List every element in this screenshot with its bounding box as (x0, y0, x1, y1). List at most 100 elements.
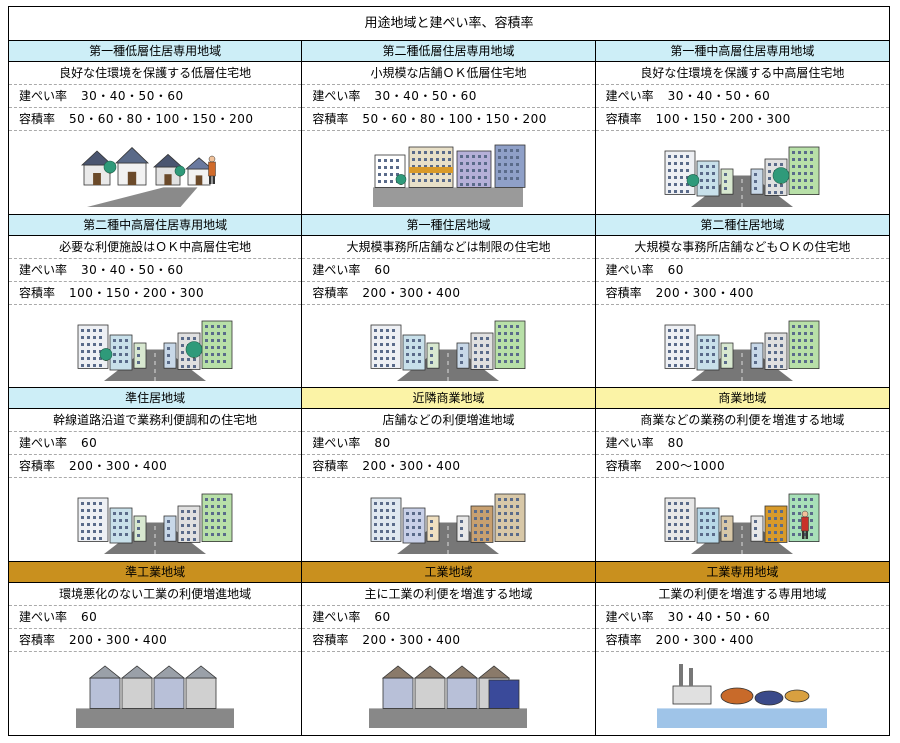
building (109, 507, 133, 544)
building (788, 146, 820, 196)
tree (99, 347, 113, 361)
building (788, 320, 820, 369)
building (750, 168, 764, 195)
factory (89, 665, 218, 710)
far-value: 100・150・200・300 (69, 285, 205, 300)
scene-light-industry (76, 665, 235, 729)
building (788, 493, 820, 543)
far-value: 200・300・400 (69, 632, 168, 647)
person (801, 511, 810, 540)
tree (174, 165, 186, 177)
storage-tank (720, 687, 810, 706)
building (495, 320, 526, 369)
factory (672, 664, 712, 705)
zone-illustration (302, 478, 594, 561)
zone-name: 第一種中高層住居専用地域 (595, 41, 889, 62)
zone-illustration (9, 478, 301, 561)
far-label: 容積率 (312, 112, 349, 126)
road (397, 522, 500, 555)
coverage-label: 建ぺい率 (312, 89, 361, 103)
zone-description: 店舗などの利便増進地域 (302, 409, 595, 432)
coverage-label: 建ぺい率 (19, 89, 68, 103)
scene-low-rise-houses (81, 147, 216, 208)
building (495, 493, 526, 543)
building (133, 515, 147, 542)
zone-description: 大規模な事務所店舗などもＯＫの住宅地 (595, 236, 889, 259)
scene-small-shops (373, 144, 526, 208)
zone-illustration (9, 131, 301, 214)
zone-name: 準工業地域 (9, 561, 302, 583)
far-value: 200・300・400 (362, 285, 461, 300)
far-row: 容積率 200・300・400 (9, 629, 302, 652)
tree (103, 160, 117, 174)
far-value: 200～1000 (655, 459, 726, 473)
scene-arterial-road (77, 493, 233, 555)
building (457, 342, 470, 369)
zone-name: 商業地域 (595, 388, 889, 409)
coverage-label: 建ぺい率 (605, 89, 654, 103)
far-label: 容積率 (19, 459, 56, 473)
building (77, 324, 109, 369)
far-value: 200・300・400 (362, 632, 461, 647)
building (177, 505, 201, 544)
zone-description: 幹線道路沿道で業務利便調和の住宅地 (9, 409, 302, 432)
building (371, 497, 402, 543)
zone-name: 第一種低層住居専用地域 (9, 41, 302, 62)
far-label: 容積率 (312, 459, 349, 473)
street (373, 187, 524, 208)
building (696, 507, 720, 544)
building (750, 342, 764, 369)
coverage-value: 60 (667, 262, 684, 277)
coverage-label: 建ぺい率 (605, 262, 654, 277)
building (163, 342, 177, 369)
table-title: 用途地域と建ぺい率、容積率 (9, 7, 889, 41)
road (691, 349, 794, 381)
far-value: 50・60・80・100・150・200 (69, 112, 254, 126)
coverage-value: 30・40・50・60 (374, 89, 477, 103)
zone-description: 小規模な店舗ＯＫ低層住宅地 (302, 62, 595, 85)
far-label: 容積率 (19, 112, 56, 126)
house (81, 150, 114, 186)
scene-factories (369, 665, 528, 729)
zone-illustration (9, 305, 301, 388)
building (664, 324, 696, 369)
zone-name: 第二種中高層住居専用地域 (9, 214, 302, 236)
coverage-label: 建ぺい率 (605, 436, 654, 450)
far-label: 容積率 (605, 285, 642, 300)
road (397, 349, 500, 381)
tree (687, 174, 700, 188)
factory (382, 665, 520, 710)
scene-residential-street (371, 320, 526, 381)
far-label: 容積率 (605, 632, 642, 647)
building (750, 515, 764, 542)
far-label: 容積率 (312, 285, 349, 300)
coverage-value: 30・40・50・60 (667, 609, 771, 624)
zone-illustration (596, 478, 889, 561)
road (691, 522, 794, 555)
scene-mixed-residential (664, 320, 820, 381)
building (427, 342, 440, 369)
building (457, 515, 470, 542)
zone-illustration (302, 305, 594, 388)
building (764, 332, 788, 370)
coverage-label: 建ぺい率 (312, 262, 361, 277)
far-label: 容積率 (312, 632, 349, 647)
far-label: 容積率 (19, 632, 56, 647)
building (163, 515, 177, 542)
building (77, 497, 109, 543)
zone-description: 環境悪化のない工業の利便増進地域 (9, 583, 302, 606)
